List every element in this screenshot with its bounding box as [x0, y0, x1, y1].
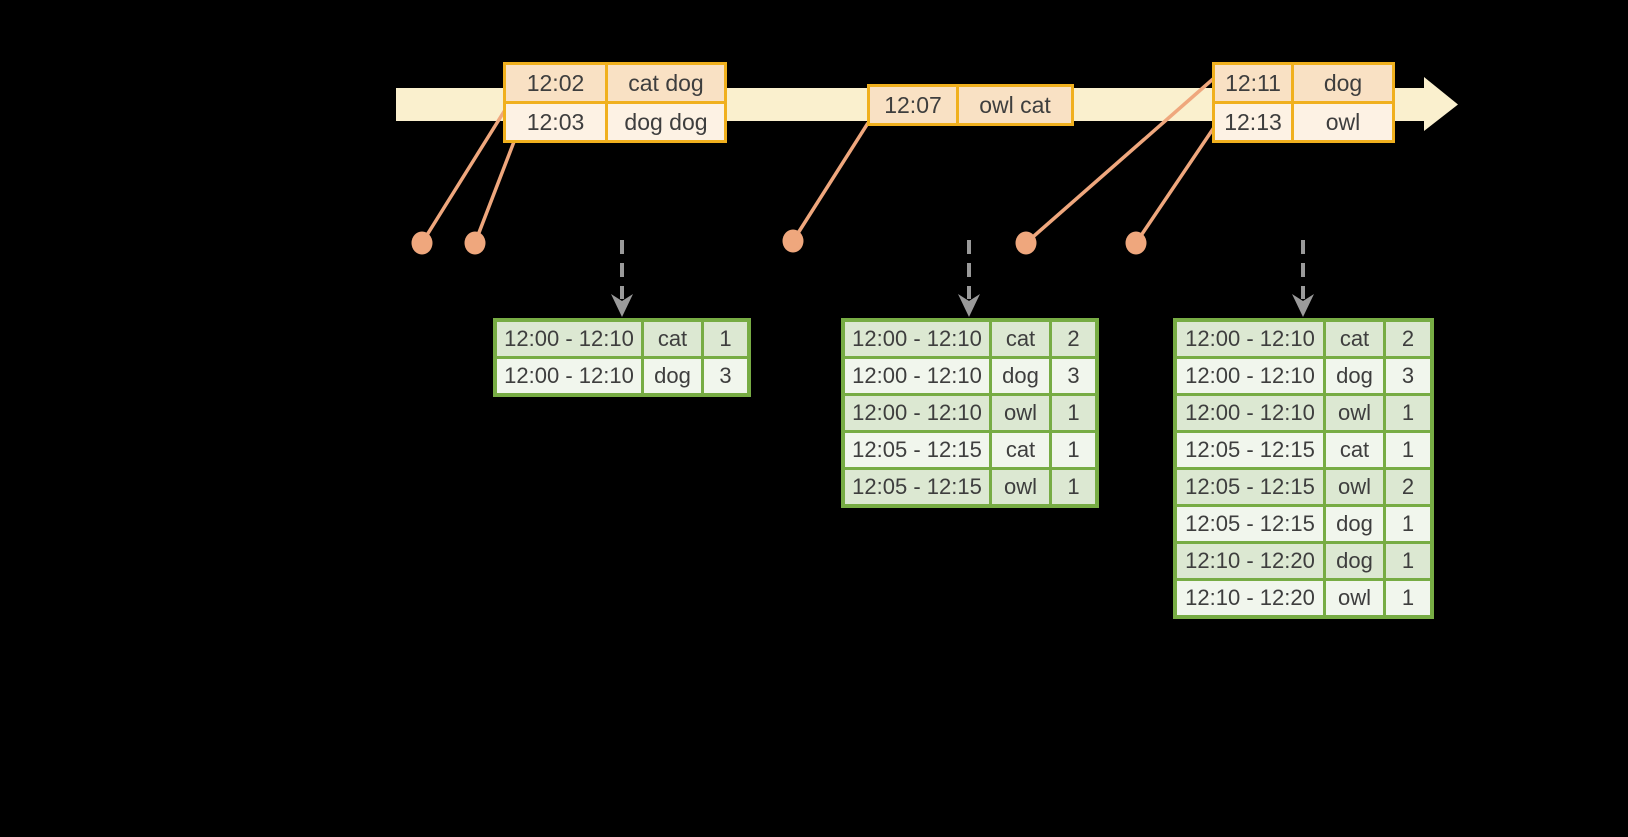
result-word-cell: dog	[1326, 359, 1383, 393]
event-table-3: 12:11 dog 12:13 owl	[1212, 62, 1395, 143]
event-connector-line	[420, 109, 507, 244]
result-word-cell: owl	[992, 470, 1049, 504]
event-row: 12:07 owl cat	[870, 87, 1071, 123]
result-window-cell: 12:05 - 12:15	[1177, 507, 1323, 541]
result-word-cell: cat	[992, 433, 1049, 467]
result-row: 12:00 - 12:10 dog 3	[497, 359, 747, 393]
result-count-cell: 3	[1386, 359, 1430, 393]
result-count-cell: 1	[1386, 581, 1430, 615]
event-time-cell: 12:02	[506, 65, 605, 101]
result-window-cell: 12:00 - 12:10	[845, 322, 989, 356]
event-row: 12:02 cat dog	[506, 65, 724, 101]
trigger-arrow	[958, 240, 980, 317]
result-word-cell: cat	[1326, 322, 1383, 356]
result-table-1: 12:00 - 12:10 cat 1 12:00 - 12:10 dog 3	[493, 318, 751, 397]
event-words-cell: cat dog	[608, 65, 724, 101]
result-count-cell: 2	[1052, 322, 1095, 356]
result-window-cell: 12:05 - 12:15	[1177, 433, 1323, 467]
result-word-cell: owl	[1326, 470, 1383, 504]
event-words-cell: owl	[1294, 104, 1392, 140]
result-window-cell: 12:00 - 12:10	[845, 396, 989, 430]
trigger-arrowhead-icon	[958, 294, 980, 317]
result-count-cell: 3	[1052, 359, 1095, 393]
event-time-cell: 12:07	[870, 87, 956, 123]
result-word-cell: cat	[992, 322, 1049, 356]
event-connector-line	[791, 122, 870, 242]
event-dot	[411, 231, 433, 255]
result-window-cell: 12:00 - 12:10	[497, 359, 641, 393]
result-window-cell: 12:05 - 12:15	[845, 470, 989, 504]
event-connector-line	[1134, 125, 1217, 244]
result-word-cell: cat	[644, 322, 701, 356]
result-count-cell: 2	[1386, 470, 1430, 504]
event-table-2: 12:07 owl cat	[867, 84, 1074, 126]
event-row: 12:11 dog	[1215, 65, 1392, 101]
result-row: 12:05 - 12:15 cat 1	[845, 433, 1095, 467]
result-count-cell: 1	[1052, 470, 1095, 504]
result-row: 12:05 - 12:15 owl 2	[1177, 470, 1430, 504]
result-row: 12:00 - 12:10 cat 1	[497, 322, 747, 356]
event-table-1: 12:02 cat dog 12:03 dog dog	[503, 62, 727, 143]
event-dot	[1015, 231, 1037, 255]
event-time-cell: 12:11	[1215, 65, 1291, 101]
result-row: 12:00 - 12:10 cat 2	[845, 322, 1095, 356]
result-row: 12:00 - 12:10 dog 3	[1177, 359, 1430, 393]
event-dot	[1125, 231, 1147, 255]
event-dot	[464, 231, 486, 255]
result-count-cell: 1	[1386, 433, 1430, 467]
result-window-cell: 12:05 - 12:15	[845, 433, 989, 467]
result-word-cell: owl	[992, 396, 1049, 430]
result-table-3: 12:00 - 12:10 cat 2 12:00 - 12:10 dog 3 …	[1173, 318, 1434, 619]
result-count-cell: 1	[1386, 544, 1430, 578]
result-row: 12:05 - 12:15 dog 1	[1177, 507, 1430, 541]
result-count-cell: 2	[1386, 322, 1430, 356]
result-table-2: 12:00 - 12:10 cat 2 12:00 - 12:10 dog 3 …	[841, 318, 1099, 508]
result-window-cell: 12:00 - 12:10	[1177, 396, 1323, 430]
result-row: 12:00 - 12:10 owl 1	[1177, 396, 1430, 430]
result-count-cell: 3	[704, 359, 747, 393]
result-count-cell: 1	[1052, 396, 1095, 430]
result-window-cell: 12:10 - 12:20	[1177, 544, 1323, 578]
result-word-cell: dog	[644, 359, 701, 393]
event-connector-line	[473, 138, 517, 244]
result-row: 12:00 - 12:10 dog 3	[845, 359, 1095, 393]
event-time-cell: 12:03	[506, 104, 605, 140]
event-time-cell: 12:13	[1215, 104, 1291, 140]
trigger-arrow	[611, 240, 633, 317]
trigger-arrowhead-icon	[1292, 294, 1314, 317]
result-window-cell: 12:00 - 12:10	[497, 322, 641, 356]
result-count-cell: 1	[1386, 507, 1430, 541]
result-count-cell: 1	[1386, 396, 1430, 430]
result-row: 12:10 - 12:20 owl 1	[1177, 581, 1430, 615]
result-word-cell: dog	[992, 359, 1049, 393]
event-words-cell: dog	[1294, 65, 1392, 101]
result-window-cell: 12:05 - 12:15	[1177, 470, 1323, 504]
result-word-cell: dog	[1326, 507, 1383, 541]
result-word-cell: owl	[1326, 396, 1383, 430]
result-count-cell: 1	[1052, 433, 1095, 467]
result-window-cell: 12:00 - 12:10	[1177, 322, 1323, 356]
result-word-cell: owl	[1326, 581, 1383, 615]
result-window-cell: 12:10 - 12:20	[1177, 581, 1323, 615]
result-window-cell: 12:00 - 12:10	[1177, 359, 1323, 393]
event-row: 12:13 owl	[1215, 104, 1392, 140]
event-row: 12:03 dog dog	[506, 104, 724, 140]
result-count-cell: 1	[704, 322, 747, 356]
result-window-cell: 12:00 - 12:10	[845, 359, 989, 393]
event-dot	[782, 229, 804, 253]
result-row: 12:05 - 12:15 owl 1	[845, 470, 1095, 504]
trigger-arrowhead-icon	[611, 294, 633, 317]
trigger-arrow	[1292, 240, 1314, 317]
result-row: 12:00 - 12:10 owl 1	[845, 396, 1095, 430]
result-word-cell: cat	[1326, 433, 1383, 467]
event-words-cell: owl cat	[959, 87, 1071, 123]
result-word-cell: dog	[1326, 544, 1383, 578]
result-row: 12:00 - 12:10 cat 2	[1177, 322, 1430, 356]
event-connector-line	[1024, 77, 1215, 245]
event-words-cell: dog dog	[608, 104, 724, 140]
timeline-arrowhead-icon	[1424, 77, 1458, 131]
result-row: 12:05 - 12:15 cat 1	[1177, 433, 1430, 467]
result-row: 12:10 - 12:20 dog 1	[1177, 544, 1430, 578]
